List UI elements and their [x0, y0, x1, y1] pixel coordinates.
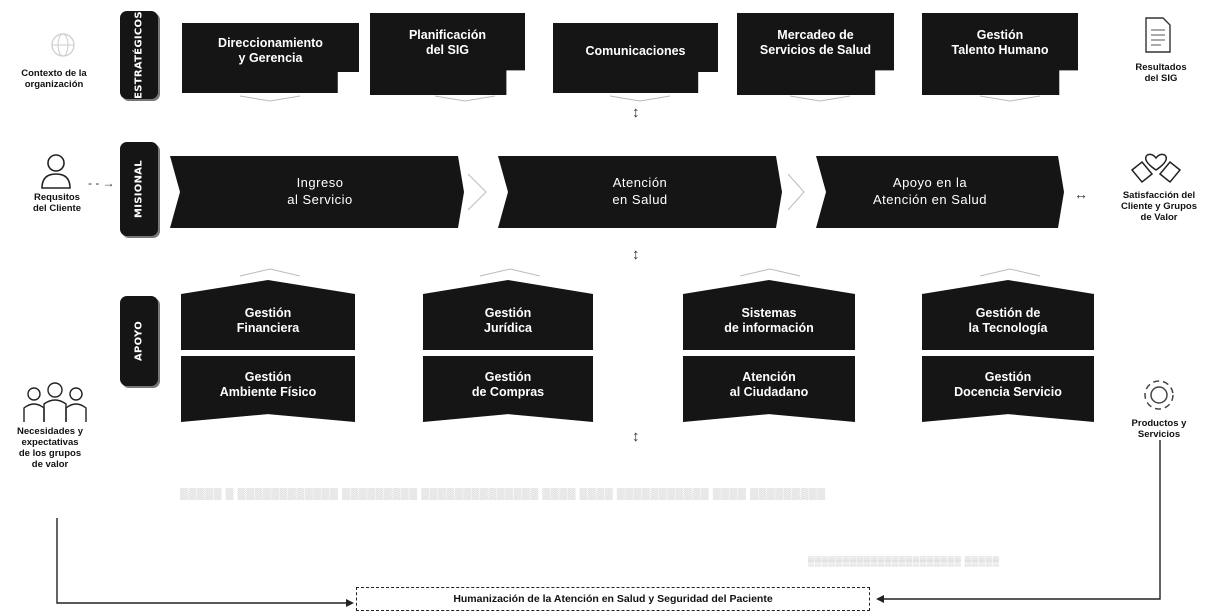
strategic-tab: ESTRATÉGICOS [120, 11, 158, 99]
process-atencion-ciudadano: Atención al Ciudadano [683, 356, 855, 422]
process-comunicaciones: Comunicaciones [553, 23, 718, 93]
process-mercadeo: Mercadeo de Servicios de Salud [737, 13, 894, 95]
group-icon [23, 382, 87, 422]
arrow-missional-to-satisfaction: ↔ [1074, 186, 1088, 202]
arrow-client-to-missional: - - → [88, 176, 115, 190]
strategic-connectors [239, 95, 1041, 102]
missional-chevrons [170, 156, 1064, 228]
products-label: Productos y Servicios [1131, 418, 1187, 440]
faded-small-text: ▒▒▒▒▒▒▒▒▒▒▒▒▒▒▒▒▒▒▒▒▒▒ ▒▒▒▒▒ [808, 556, 1000, 566]
satisfaction-label: Satisfacción del Cliente y Grupos de Val… [1120, 190, 1197, 223]
process-talento-humano: Gestión Talento Humano [922, 13, 1078, 95]
process-compras: Gestión de Compras [423, 356, 593, 422]
person-icon [41, 154, 71, 189]
process-gestion-tecnologia: Gestión de la Tecnología [922, 280, 1094, 350]
process-ingreso: Ingreso al Servicio [287, 175, 353, 207]
updown-arrow-1: ↕ [632, 104, 640, 121]
needs-label: Necesidades y expectativas de los grupos… [16, 426, 83, 470]
globe-icon [51, 33, 75, 57]
process-sistemas-informacion: Sistemas de información [683, 280, 855, 350]
process-planificacion: Planificación del SIG [370, 13, 525, 95]
missional-tab: MISIONAL [120, 142, 158, 236]
faded-band-text: ▒▒▒▒▒ ▒ ▒▒▒▒▒▒▒▒▒▒▒▒ ▒▒▒▒▒▒▒▒▒ ▒▒▒▒▒▒▒▒▒… [180, 488, 826, 500]
results-label: Resultados del SIG [1135, 62, 1187, 84]
process-gestion-juridica: Gestión Jurídica [423, 280, 593, 350]
process-ambiente-fisico: Gestión Ambiente Físico [181, 356, 355, 422]
gear-icon [1144, 380, 1174, 410]
updown-arrow-3: ↕ [632, 428, 640, 445]
client-requirements-label: Requsitos del Cliente [32, 192, 82, 214]
process-apoyo-atencion: Apoyo en la Atención en Salud [872, 175, 988, 207]
support-tab: APOYO [120, 296, 158, 386]
support-peak-lines [239, 268, 1041, 277]
handshake-heart-icon [1130, 153, 1182, 184]
context-label: Contexto de la organización [21, 68, 87, 90]
process-direccionamiento: Direccionamiento y Gerencia [182, 23, 359, 93]
document-icon [1145, 17, 1171, 53]
footer-humanization-box: Humanización de la Atención en Salud y S… [356, 587, 870, 611]
process-gestion-financiera: Gestión Financiera [181, 280, 355, 350]
process-atencion-salud: Atención en Salud [612, 175, 668, 207]
updown-arrow-2: ↕ [632, 246, 640, 263]
process-docencia-servicio: Gestión Docencia Servicio [922, 356, 1094, 422]
